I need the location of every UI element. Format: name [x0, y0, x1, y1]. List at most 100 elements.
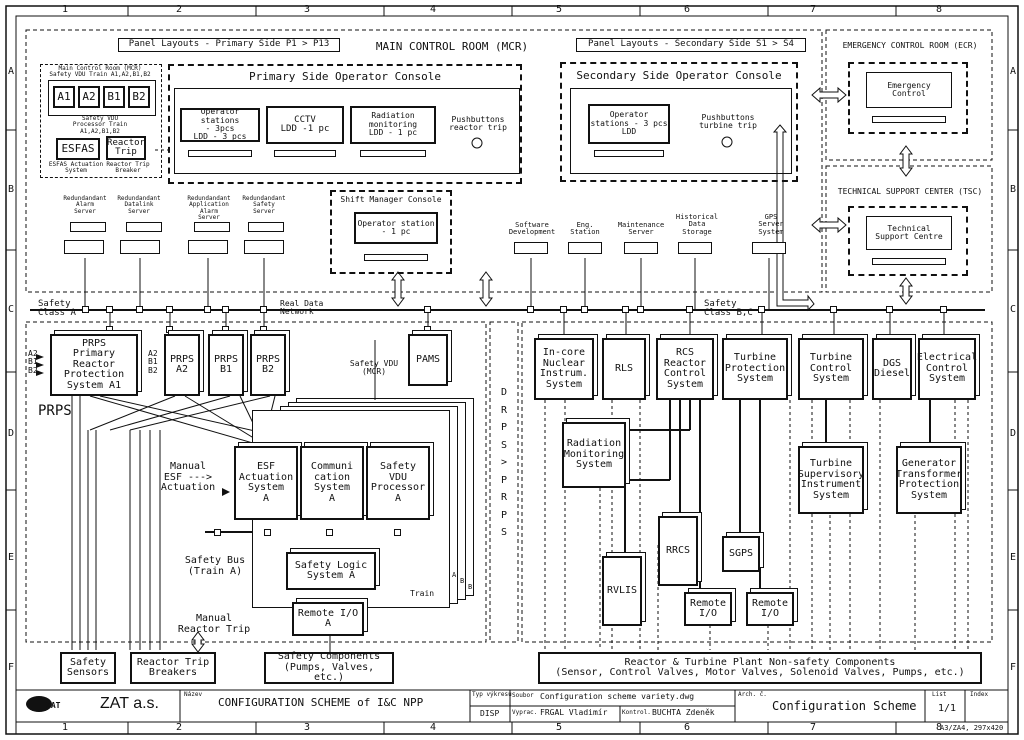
format-label: A3/ZA4, 297x420: [940, 724, 1004, 732]
node: [637, 306, 644, 313]
turbine-protection-system: Turbine Protection System: [722, 338, 788, 400]
grid-row-f-right: F: [1010, 662, 1017, 673]
dgs-diesel: DGS Diesel: [872, 338, 912, 400]
secondary-console-title: Secondary Side Operator Console: [576, 69, 782, 82]
eng-station: Eng. Station: [570, 221, 600, 237]
safety-vdu-processor-label: Safety VDU Processor Train A1,A2,B1,B2: [72, 115, 128, 135]
train-letter-1: A: [452, 571, 457, 579]
server-3-bottom: [188, 240, 228, 254]
technical-support-box: Technical Support Centre: [866, 216, 952, 250]
train-frame: [48, 80, 156, 116]
node: [560, 306, 567, 313]
prps-b2: PRPS B2: [250, 334, 286, 396]
grid-col-3: 3: [304, 4, 311, 15]
node: [204, 306, 211, 313]
prps-inputs-2: A2 B1 B2: [148, 349, 158, 375]
grid-row-d: D: [8, 428, 15, 439]
grid-row-f: F: [8, 662, 15, 673]
shift-manager-console: [330, 190, 452, 274]
remote-io-bc-1: Remote I/O: [684, 592, 732, 626]
prps-b1: PRPS B1: [208, 334, 244, 396]
server-sw-box: [514, 242, 548, 254]
zat-logo-icon: [26, 696, 52, 712]
index-label: Index: [970, 691, 989, 698]
server-hist-box: [678, 242, 712, 254]
grid-col-6-bottom: 6: [684, 722, 691, 733]
node: [260, 306, 267, 313]
vypr-label: Vyprac.: [512, 709, 538, 716]
zat-logo-text: ZAT: [46, 701, 61, 710]
radiation-monitoring-system: Radiation Monitoring System: [562, 422, 626, 488]
list-label: List: [932, 691, 947, 698]
esfas-caption: ESFAS Actuation System: [48, 161, 104, 175]
prps-a2: PRPS A2: [164, 334, 200, 396]
grid-row-a: A: [8, 66, 15, 77]
tsc-dashed: [848, 206, 968, 276]
reactor-trip-breakers: Reactor Trip Breakers: [130, 652, 216, 684]
grid-col-4: 4: [430, 4, 437, 15]
kontr-label: Kontrol.: [622, 709, 651, 716]
safety-vdu-processor: Safety VDU Processor A: [366, 446, 430, 520]
train-label: Train: [410, 589, 435, 598]
node: [264, 529, 271, 536]
soubor-value: Configuration scheme variety.dwg: [540, 692, 695, 701]
rrcs-box: RRCS: [658, 516, 698, 586]
node: [940, 306, 947, 313]
maintenance-server: Maintenance Server: [617, 221, 665, 237]
kontr-value: BUCHTA Zdeněk: [652, 708, 715, 717]
train-b2-box: B2: [128, 86, 150, 108]
ecr-dashed: [848, 62, 968, 134]
grid-col-7: 7: [810, 4, 817, 15]
node: [166, 306, 173, 313]
gps-server-system: GPS Server System: [758, 213, 784, 236]
reactor-trip-caption: Reactor Trip Breaker: [106, 161, 150, 175]
grid-row-c: C: [8, 304, 15, 315]
grid-col-4-bottom: 4: [430, 722, 437, 733]
scheme-title: Configuration Scheme: [772, 699, 917, 713]
ldd-bar-2: [274, 150, 336, 157]
node: [686, 306, 693, 313]
communication-system: Communi cation System A: [300, 446, 364, 520]
ldd-bar-3: [360, 150, 426, 157]
vypr-value: FRGAL Vladimír: [540, 708, 608, 717]
safety-logic-system: Safety Logic System A: [286, 552, 376, 590]
generator-transformer-protection: Generator Transformer Protection System: [896, 446, 962, 514]
node: [886, 306, 893, 313]
node: [581, 306, 588, 313]
node: [424, 306, 431, 313]
mcr-safety-vdu-train-label: Main Control Room (MCR) Safety VDU Train…: [49, 65, 151, 79]
turbine-supervisory-system: Turbine Supervisory Instrument System: [798, 446, 864, 514]
remote-io-bc-2: Remote I/O: [746, 592, 794, 626]
node: [222, 326, 229, 333]
panel-layouts-primary: Panel Layouts - Primary Side P1 > P13: [118, 38, 340, 52]
prps-a1: PRPS Primary Reactor Protection System A…: [50, 334, 138, 396]
grid-col-2-bottom: 2: [176, 722, 183, 733]
node: [106, 326, 113, 333]
rls-box: RLS: [602, 338, 646, 400]
server-eng-box: [568, 242, 602, 254]
manual-reactor-trip: Manual Reactor Trip: [177, 613, 251, 635]
drawing-name: CONFIGURATION SCHEME of I&C NPP: [218, 696, 424, 709]
prps-inputs: A2 B1 B2: [28, 349, 38, 375]
grid-col-1-bottom: 1: [62, 722, 69, 733]
primary-console: [168, 64, 522, 184]
node: [424, 326, 431, 333]
server-1-top: [70, 222, 106, 232]
ldd-bar-1: [188, 150, 252, 157]
typ-label: Typ výkresu: [472, 691, 512, 698]
arch-label: Arch. č.: [738, 691, 767, 698]
esfas-box: ESFAS: [56, 138, 100, 160]
server-2-top: [126, 222, 162, 232]
redundant-safety-server: Redundandant Safety Server: [242, 195, 286, 215]
node: [214, 529, 221, 536]
train-letter-3: B: [468, 583, 473, 591]
cctv-box: CCTV LDD -1 pc: [266, 106, 344, 144]
node: [82, 306, 89, 313]
node: [394, 529, 401, 536]
server-4-bottom: [244, 240, 284, 254]
ldd-bar-4: [594, 150, 664, 157]
drps-prps-label: D R P S > P R P S: [500, 387, 508, 538]
mcr-safety-vdu-group: [40, 64, 162, 178]
turbine-control-system: Turbine Control System: [798, 338, 864, 400]
secondary-console-inner: [570, 88, 792, 174]
